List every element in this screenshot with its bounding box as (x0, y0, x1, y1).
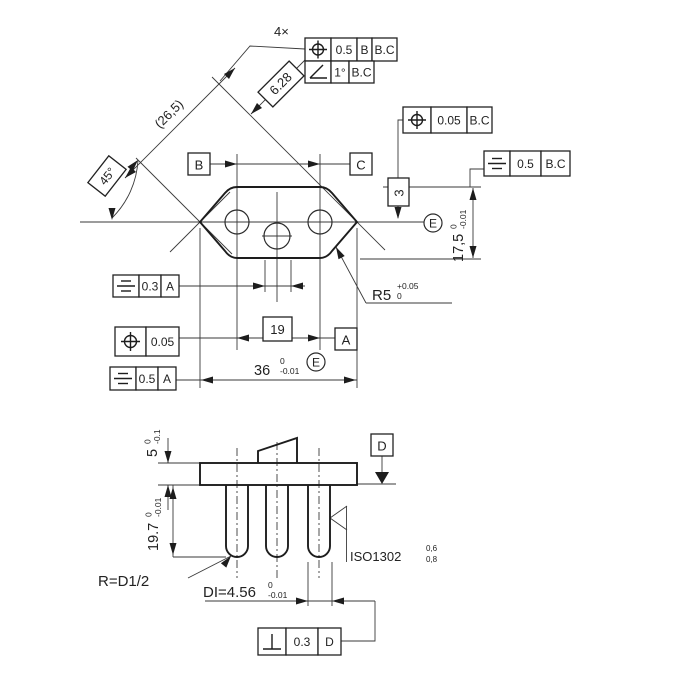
basic-dim-3: 3 (387, 177, 410, 207)
perpendicularity-icon (263, 634, 281, 650)
dim-width: 36 0 -0.01 E (254, 352, 326, 379)
dim-value: 19.7 (146, 523, 162, 551)
position-icon (121, 332, 140, 351)
dim-value: 3 (392, 189, 407, 196)
fcf-position-right: 0.05 B.C (402, 106, 493, 134)
datum-ref: B (360, 43, 368, 57)
basic-dim-6-28: 6.28 (257, 60, 305, 108)
dim-value: 17,5 (451, 234, 467, 262)
tolerance-value: 0.3 (294, 635, 311, 649)
envelope-icon: E (306, 352, 326, 372)
datum-ref: A (166, 280, 174, 294)
symmetry-icon (488, 157, 506, 170)
center-hole (263, 222, 291, 250)
tolerance-value: 0.05 (437, 114, 461, 128)
tolerance-value: 0.05 (151, 335, 175, 349)
tol-lower: -0.01 (268, 590, 288, 600)
tol-lower: -0.01 (458, 209, 468, 229)
datum-a: A (334, 327, 358, 351)
tolerance-value: 1° (334, 66, 346, 80)
arrowheads (108, 68, 477, 384)
fcf-symmetry-width: 0.5 A (109, 366, 177, 391)
tolerance-value: 0.3 (142, 280, 159, 294)
datum-ref: B.C (374, 43, 394, 57)
dim-pin-length: 19.7 0 -0.01 (144, 497, 164, 551)
bottom-view: D 5 0 -0.1 19.7 0 -0.01 R=D1/2 DI=4.56 0… (98, 429, 438, 656)
arrowheads (164, 451, 344, 605)
tol-upper: 0 (268, 580, 273, 590)
datum-ref: B.C (469, 114, 489, 128)
datum-label: C (356, 158, 365, 173)
dim-radius: R5 +0.05 0 (372, 281, 419, 304)
tol-lower: 0 (397, 291, 402, 301)
pin-left (225, 485, 249, 558)
tol-lower: -0.01 (153, 497, 163, 517)
datum-b: B (187, 152, 211, 176)
tol-lower: -0.01 (280, 366, 300, 376)
mounting-hole-left (224, 209, 250, 235)
note-lower: 0,8 (426, 555, 438, 564)
note-text: ISO1302 (350, 549, 401, 564)
datum-ref: A (163, 372, 171, 386)
dim-angle-45: 45° (86, 154, 128, 198)
mounting-hole-right (307, 209, 333, 235)
datum-ref: B.C (545, 157, 565, 171)
extension-lines (158, 462, 396, 606)
dim-pin-diameter: DI=4.56 0 -0.01 (203, 580, 288, 601)
tol-upper: 0 (144, 512, 154, 517)
symmetry-icon (114, 372, 132, 385)
angularity-icon (309, 64, 327, 79)
dimension-lines (111, 45, 484, 381)
pin-tip-radius-note: R=D1/2 (98, 573, 149, 590)
cap-tab (257, 436, 298, 463)
flange-outline (199, 436, 358, 558)
tolerance-value: 0.5 (336, 43, 353, 57)
datum-ref: D (325, 635, 334, 649)
dim-value: 19 (270, 322, 284, 337)
part-outline (198, 186, 359, 259)
dim-height: 17,5 0 -0.01 E (423, 209, 468, 262)
tol-upper: 0 (449, 224, 459, 229)
dim-value: 36 (254, 363, 270, 379)
fcf-perpendicularity: 0.3 D (257, 627, 342, 656)
top-view: 4× 0.5 B B.C 1° B.C (80, 24, 571, 391)
tol-upper: +0.05 (397, 281, 419, 291)
dim-value: DI=4.56 (203, 584, 256, 601)
datum-c: C (349, 152, 373, 176)
pin-right (307, 485, 331, 558)
position-icon (309, 40, 327, 59)
envelope-icon: E (423, 213, 443, 233)
surface-finish-note: ISO1302 0,6 0,8 (350, 544, 438, 564)
datum-label: D (377, 439, 386, 454)
dim-value: (26,5) (152, 97, 187, 132)
dim-value: 5 (145, 449, 161, 457)
tol-upper: 0 (143, 439, 153, 444)
datum-label: A (342, 333, 351, 348)
position-icon (408, 111, 426, 129)
svg-text:E: E (312, 356, 320, 370)
datum-d: D (370, 433, 394, 484)
dim-diagonal-ref: (26,5) (152, 97, 187, 132)
symmetry-icon (117, 280, 135, 292)
basic-dim-19: 19 (262, 316, 293, 342)
pin-center (265, 485, 289, 558)
fcf-symmetry-right: 0.5 B.C (483, 150, 571, 177)
tolerance-value: 0.5 (517, 157, 534, 171)
datum-triangle-icon (375, 472, 389, 484)
tol-upper: 0 (280, 356, 285, 366)
dim-value: R5 (372, 287, 391, 304)
count-label: 4× (274, 24, 289, 39)
fcf-symmetry-center: 0.3 A (112, 274, 180, 298)
datum-label: B (195, 158, 204, 173)
fcf-position-center: 0.05 (114, 326, 180, 357)
note-upper: 0,6 (426, 544, 438, 553)
dim-flange-thickness: 5 0 -0.1 (143, 429, 163, 457)
datum-ref: B.C (351, 66, 371, 80)
tol-lower: -0.1 (152, 429, 162, 444)
svg-text:E: E (429, 217, 437, 231)
tolerance-value: 0.5 (139, 372, 156, 386)
fcf-pattern: 4× 0.5 B B.C 1° B.C (274, 24, 398, 84)
